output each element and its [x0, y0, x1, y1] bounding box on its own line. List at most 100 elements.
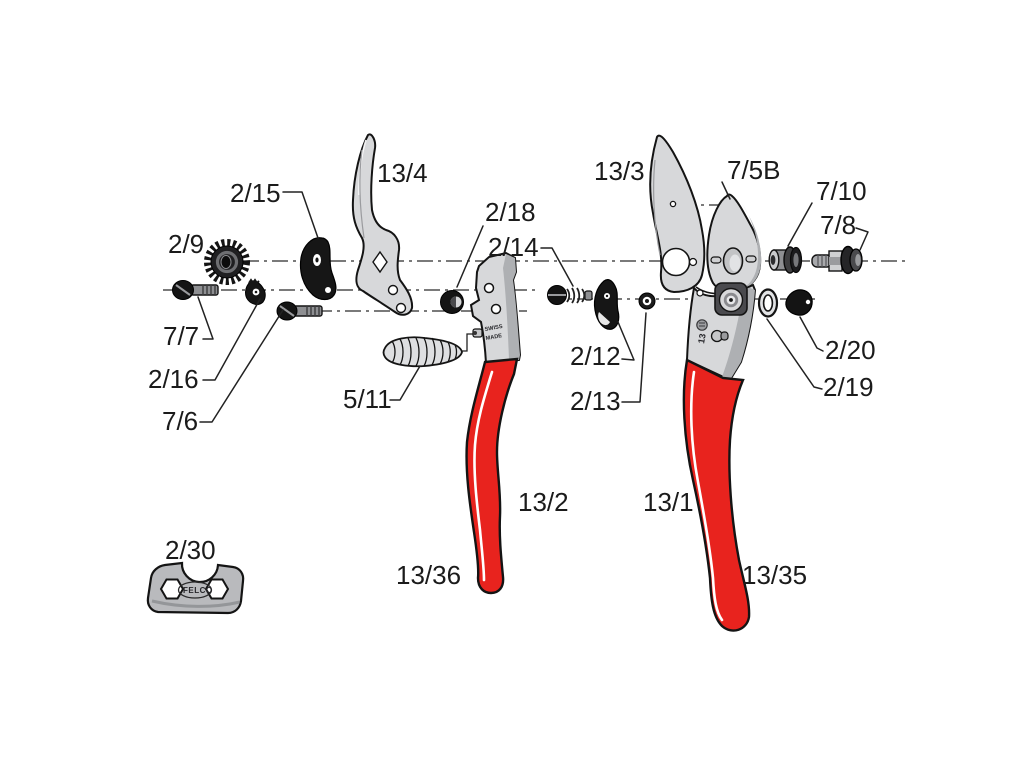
toothed-segment-2-16	[245, 278, 266, 305]
bushing-flange-face	[793, 253, 799, 267]
label-2-30: 2/30	[165, 535, 216, 565]
segment-teeth	[248, 278, 260, 285]
bolt-slot	[279, 305, 295, 317]
bushing-bore-shadow	[450, 296, 456, 308]
cam-hole-top-pin	[315, 257, 319, 263]
blade-hole-upper	[387, 284, 399, 296]
washer-2-13	[638, 292, 656, 310]
leader-2-12	[617, 321, 635, 361]
leader-7-5b	[721, 181, 731, 200]
screw-2-14	[547, 285, 593, 305]
felco-round-stamp	[696, 319, 708, 331]
label-7-8: 7/8	[820, 210, 856, 240]
leader-2-15	[282, 191, 319, 239]
label-2-14: 2/14	[488, 232, 539, 262]
leader-2-13	[621, 312, 647, 403]
grip-body	[682, 358, 751, 632]
leader-5-11	[389, 365, 421, 401]
segment-hole-pin	[254, 290, 258, 294]
swiss-made-stamp-line2: MADE	[485, 333, 503, 342]
label-2-20: 2/20	[825, 335, 876, 365]
lobe-pin-right	[745, 255, 757, 263]
wrench-logo-text: FELCO	[183, 586, 213, 595]
bearing-center	[729, 298, 733, 302]
wrench-2-30: FELCO	[146, 561, 245, 615]
right-handle-head-13-1: 13	[685, 282, 757, 382]
blade-hole-lower	[395, 302, 407, 314]
felco-round-stamp-detail	[699, 322, 705, 327]
leader-2-20	[799, 316, 824, 352]
bolt-threads	[817, 255, 827, 267]
spring-seat-connector	[462, 333, 474, 352]
spring-coils	[391, 337, 458, 367]
leader-7-10	[787, 202, 813, 247]
cam-plate-2-15	[299, 237, 337, 301]
bolt-threads	[202, 285, 216, 295]
grip-highlight	[689, 370, 724, 622]
lobe-pin-left	[710, 256, 722, 264]
rivet-stud	[720, 331, 729, 341]
cap-nut-2-20	[785, 289, 813, 316]
leader-7-7	[197, 296, 214, 340]
wrench-hex-right	[204, 578, 230, 600]
bushing-7-10	[768, 246, 803, 274]
bushing-2-18	[440, 290, 464, 314]
bolt-slot	[175, 284, 191, 296]
nut-hole	[220, 255, 232, 269]
label-2-13: 2/13	[570, 386, 621, 416]
label-13-3: 13/3	[594, 156, 645, 186]
head-small-hole	[696, 289, 704, 297]
label-2-15: 2/15	[230, 178, 281, 208]
leader-2-14	[540, 247, 574, 287]
bolt-cap-face	[855, 254, 861, 266]
counter-blade-13-4	[351, 133, 414, 316]
bolt-threads	[306, 306, 320, 316]
bolt-7-8	[811, 245, 863, 275]
cap-body	[785, 289, 813, 316]
blade-diamond-hole	[372, 250, 388, 274]
leader-lines	[197, 181, 869, 423]
leader-2-18	[456, 225, 484, 288]
label-7-10: 7/10	[816, 176, 867, 206]
grip-highlight	[473, 370, 494, 582]
lobe-oval-hole-highlight	[729, 254, 741, 272]
label-7-6: 7/6	[162, 406, 198, 436]
washer-inner	[762, 294, 774, 312]
part-labels: 2/15 13/4 2/9 2/18 2/14 13/3 7/5B 7/10 7…	[148, 155, 876, 590]
right-handle-grip	[682, 358, 751, 632]
label-13-2: 13/2	[518, 487, 569, 517]
head-hole-lower	[490, 303, 502, 315]
nut-ring	[215, 250, 239, 274]
leader-7-8	[855, 227, 869, 251]
left-handle-head-13-2: SWISS MADE	[469, 251, 522, 365]
wrench-logo-oval	[177, 581, 213, 599]
blade-edge-line	[653, 159, 661, 256]
swiss-made-stamp-line1: SWISS	[484, 324, 503, 333]
blade-pivot-hole	[661, 247, 691, 277]
bolt-7-7	[172, 280, 219, 300]
wrench-shading	[151, 599, 241, 608]
bolt-hex-facet	[829, 257, 842, 265]
label-2-12: 2/12	[570, 341, 621, 371]
blade-small-hole	[688, 257, 698, 267]
leader-7-6	[199, 309, 284, 423]
bolt-shank	[190, 284, 219, 296]
blade-edge-line	[359, 149, 365, 239]
bolt-7-6	[276, 301, 323, 321]
label-5-11: 5/11	[343, 384, 392, 414]
label-13-35: 13/35	[742, 560, 807, 590]
spring-5-11	[382, 333, 474, 368]
bolt-shank	[293, 305, 323, 317]
leader-2-19	[766, 318, 823, 390]
spring-seat-stud-tip	[473, 331, 477, 335]
label-2-16: 2/16	[148, 364, 199, 394]
catch-hole-pin	[605, 294, 609, 298]
label-2-18: 2/18	[485, 197, 536, 227]
head-shading	[503, 254, 520, 360]
cap-hole	[805, 299, 811, 305]
catch-slot	[598, 312, 610, 326]
label-7-7: 7/7	[163, 321, 199, 351]
label-13-36: 13/36	[396, 560, 461, 590]
